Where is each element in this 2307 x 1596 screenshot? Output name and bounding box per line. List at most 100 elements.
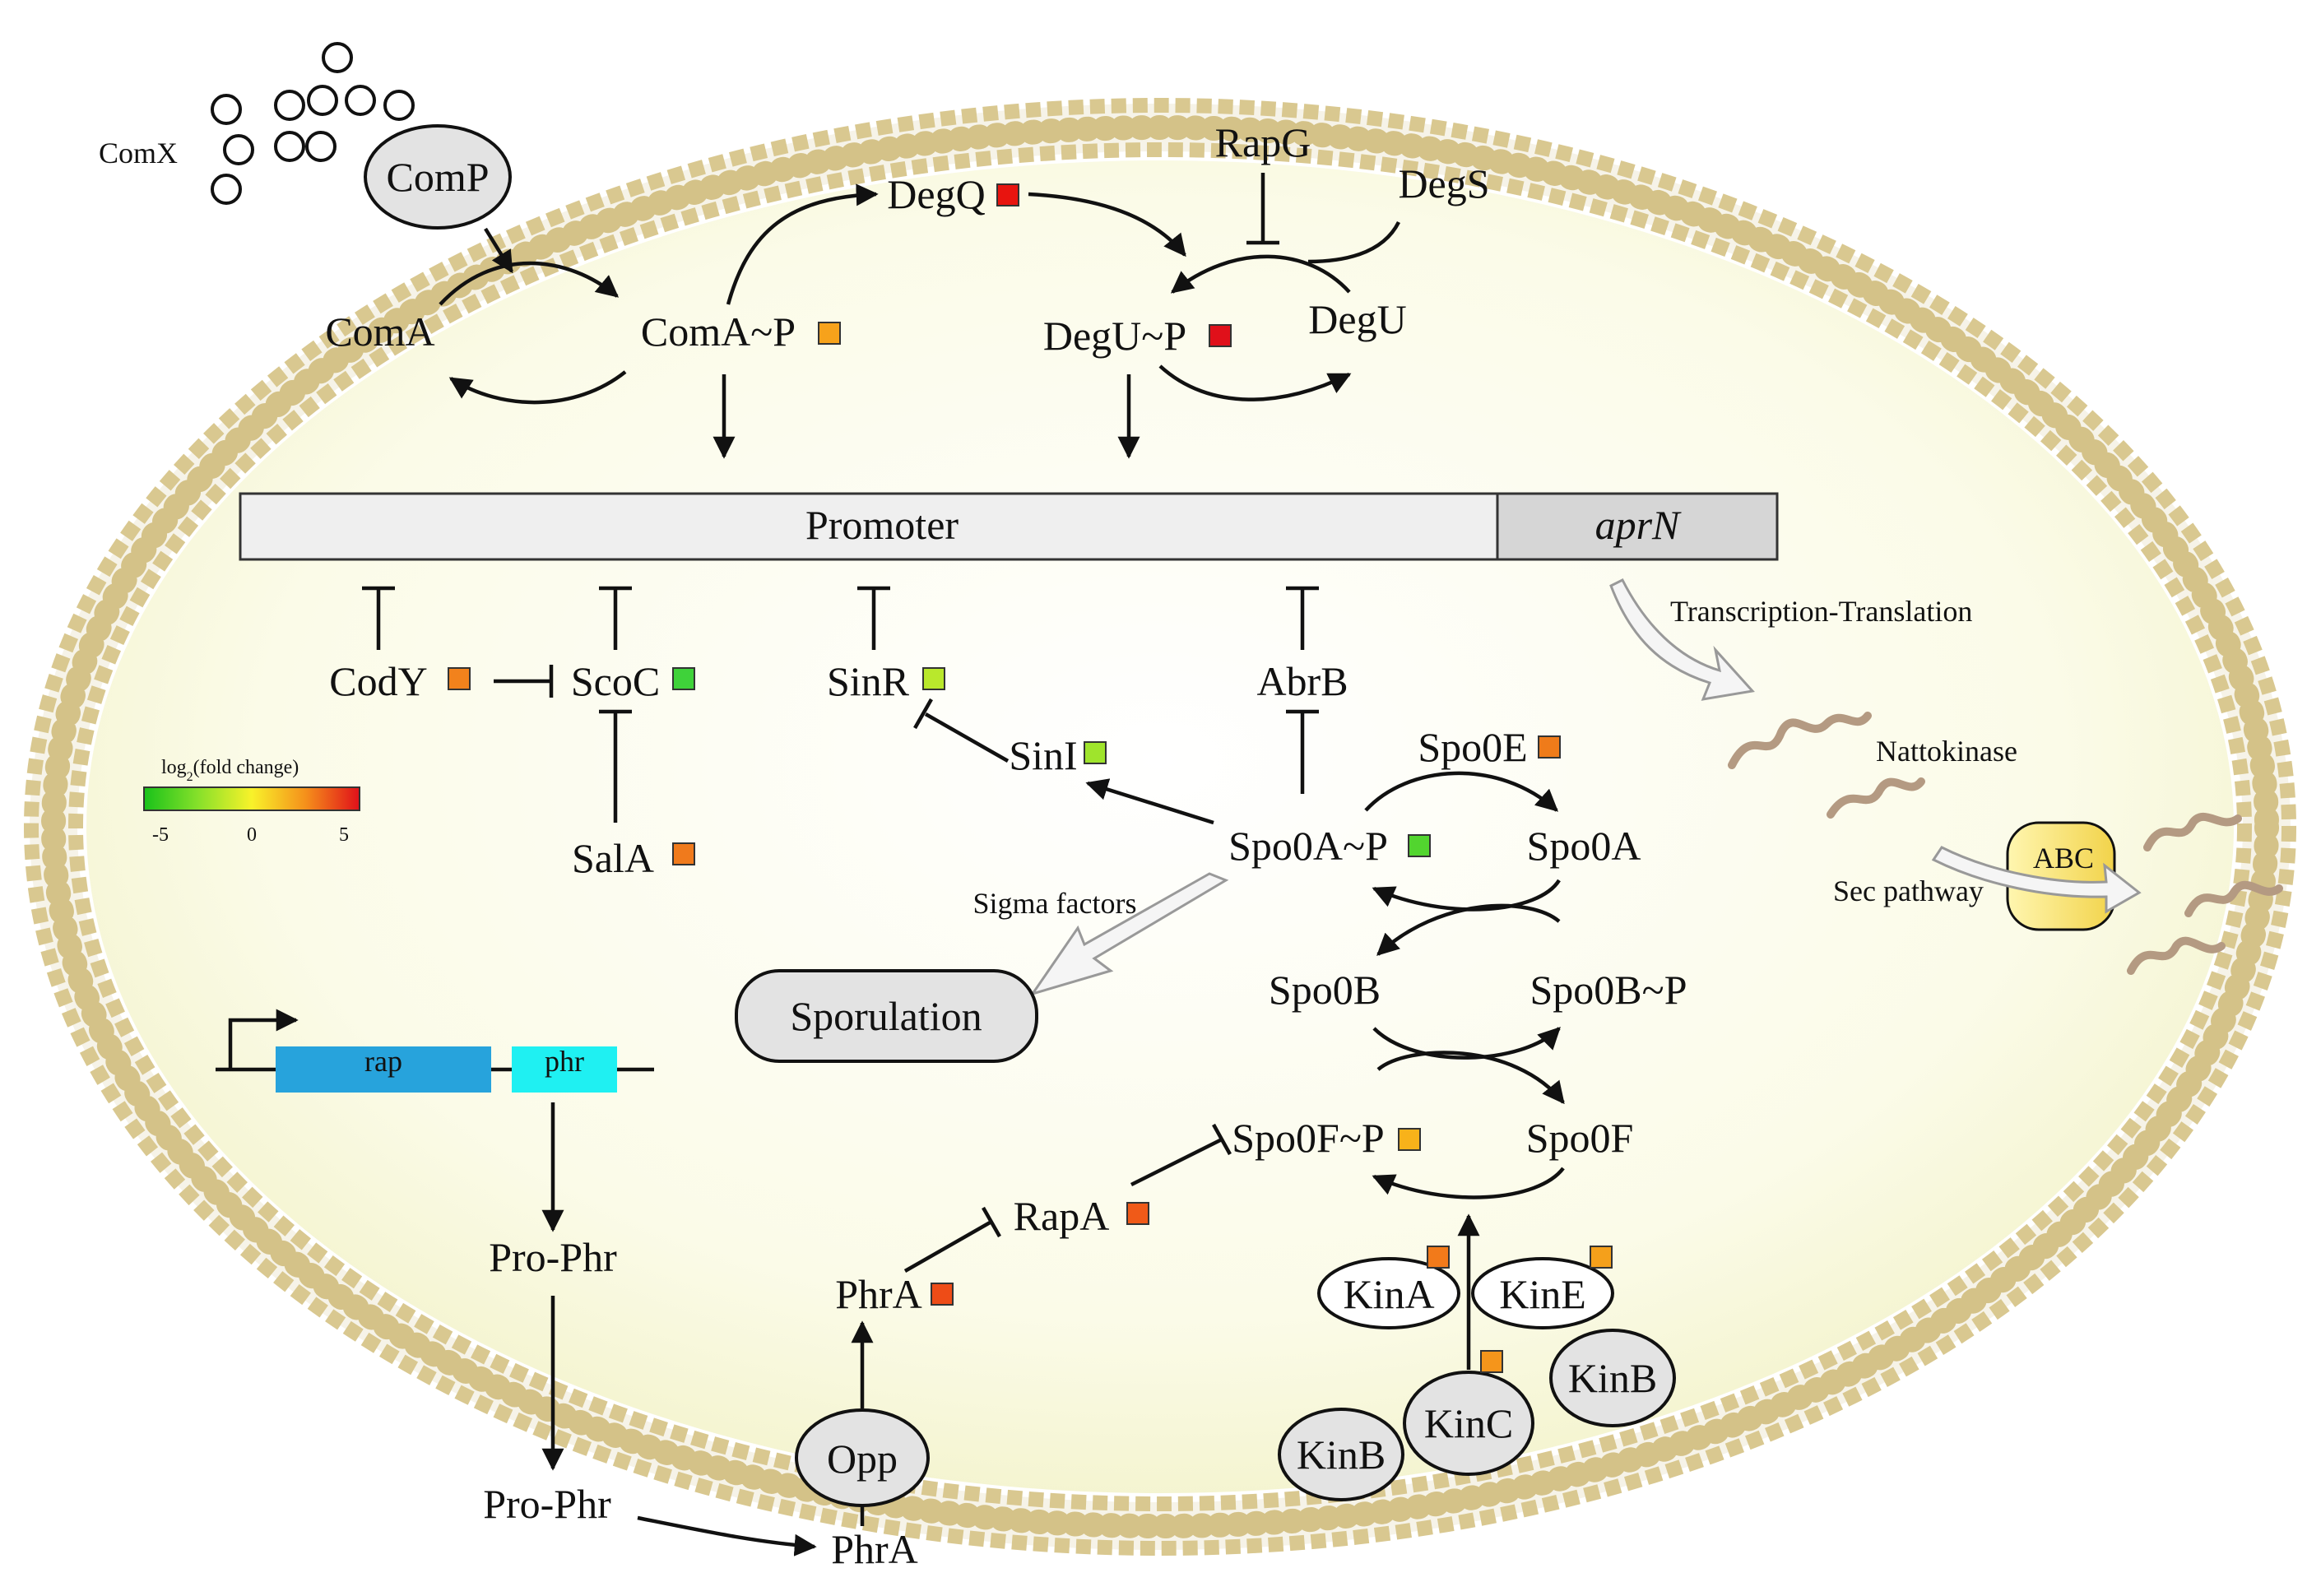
kina-kinase	[1317, 1257, 1460, 1329]
nattokinase-protein-icons	[1728, 712, 2283, 975]
sporulation-label: Sporulation	[790, 993, 982, 1039]
degs-to-cycle-line	[1307, 220, 1401, 264]
legend-title-suffix: (fold change)	[193, 757, 299, 778]
spo0e-fold-marker	[1538, 735, 1561, 759]
rapa-inhibits-spo0fp	[1130, 1123, 1232, 1187]
sec-pathway-arrow	[1931, 846, 2142, 914]
kinb-kinase-right	[1549, 1329, 1676, 1427]
legend-title-subscript: 2	[187, 770, 193, 784]
phra-inner-label: PhrA	[835, 1271, 922, 1317]
aprn-label: aprN	[1595, 502, 1682, 548]
comap-fold-marker	[818, 322, 841, 345]
spo0a-label: Spo0A	[1527, 823, 1641, 869]
sinr-label: SinR	[827, 658, 910, 704]
sigma-factors-label: Sigma factors	[973, 887, 1137, 920]
rap-gene-label: rap	[364, 1045, 402, 1078]
comp-label: ComP	[386, 154, 489, 200]
comx-molecules	[211, 42, 415, 205]
legend-title-prefix: log	[161, 757, 187, 778]
degup-to-degu-arrow	[1158, 364, 1352, 401]
cell-membrane	[24, 98, 2296, 1556]
promoter-label: Promoter	[805, 502, 959, 548]
kine-label: KinE	[1499, 1271, 1586, 1317]
abrb-label: AbrB	[1256, 658, 1348, 704]
sinr-fold-marker	[922, 667, 945, 690]
kinb-kinase-left	[1278, 1408, 1404, 1501]
legend-tick-max: 5	[339, 824, 349, 846]
phra-fold-marker	[931, 1283, 954, 1306]
cody-fold-marker	[448, 667, 471, 690]
sala-fold-marker	[672, 842, 695, 865]
degu-to-degup-arrow	[1170, 254, 1351, 294]
prophr-outer-label: Pro-Phr	[483, 1481, 611, 1527]
spo0bp-label: Spo0B~P	[1529, 967, 1687, 1013]
kinc-label: KinC	[1424, 1400, 1513, 1446]
rapa-label: RapA	[1014, 1193, 1110, 1239]
kina-label: KinA	[1343, 1271, 1434, 1317]
rap-phr-operon	[216, 1009, 654, 1093]
legend-tick-min: -5	[152, 824, 169, 846]
kinb-left-label: KinB	[1297, 1431, 1386, 1478]
degu-label: DegU	[1308, 296, 1406, 342]
scoc-label: ScoC	[571, 658, 660, 704]
degup-label: DegU~P	[1043, 313, 1186, 359]
degup-fold-marker	[1209, 324, 1232, 347]
legend-tick-mid: 0	[247, 824, 257, 846]
svg-text:log2(fold change): log2(fold change)	[161, 757, 299, 784]
rapa-fold-marker	[1126, 1202, 1149, 1225]
kinc-kinase	[1403, 1371, 1534, 1476]
cody-label: CodY	[329, 658, 427, 704]
comap-to-coma-arrow	[448, 370, 627, 405]
comap-label: ComA~P	[641, 309, 796, 355]
sala-label: SalA	[572, 835, 654, 881]
degs-label: DegS	[1398, 160, 1489, 206]
legend-color-scale	[143, 786, 360, 811]
coma-to-comap-arrow	[439, 261, 620, 306]
fold-change-legend: log2(fold change) -5 0 5	[143, 757, 360, 846]
rapg-label: RapG	[1215, 119, 1311, 165]
kinc-fold-marker	[1480, 1350, 1503, 1373]
kine-fold-marker	[1590, 1246, 1613, 1269]
comp-to-cycle-arrow	[484, 227, 513, 274]
sini-label: SinI	[1009, 732, 1077, 778]
spo0f-label: Spo0F	[1526, 1115, 1634, 1161]
phra-outer-label: PhrA	[831, 1526, 918, 1572]
phosphorelay-arrows	[1085, 771, 1565, 1370]
sporulation-box	[735, 969, 1038, 1063]
sigma-factors-arrow	[1029, 872, 1229, 996]
cytoplasm	[86, 160, 2234, 1493]
phr-gene-label: phr	[545, 1045, 584, 1078]
comap-to-degq-arrow	[726, 183, 879, 305]
nattokinase-label: Nattokinase	[1876, 735, 2017, 768]
spo0ap-fold-marker	[1408, 834, 1431, 857]
opp-label: Opp	[827, 1436, 898, 1482]
repressor-bars	[362, 586, 1319, 823]
abc-label: ABC	[2033, 842, 2094, 875]
sec-pathway-label: Sec pathway	[1833, 875, 1984, 907]
transcription-translation-arrow	[1609, 578, 1755, 701]
aprn-gene-box	[1496, 492, 1779, 561]
comp-receptor	[364, 124, 512, 230]
spo0fp-label: Spo0F~P	[1232, 1115, 1384, 1161]
promoter-box	[239, 492, 1499, 561]
degq-label: DegQ	[887, 171, 985, 217]
rapg-inhibition-line	[1246, 173, 1279, 245]
kina-fold-marker	[1427, 1246, 1450, 1269]
degq-fold-marker	[996, 183, 1019, 206]
prophr-to-phra-arrow	[637, 1515, 817, 1557]
coma-label: ComA	[325, 309, 434, 355]
scoc-fold-marker	[672, 667, 695, 690]
prophr-inner-label: Pro-Phr	[489, 1234, 617, 1280]
comx-label: ComX	[99, 137, 178, 169]
opp-transporter	[795, 1408, 930, 1507]
spo0ap-label: Spo0A~P	[1228, 823, 1388, 869]
spo0fp-fold-marker	[1398, 1128, 1421, 1151]
phra-inhibits-rapa	[903, 1206, 1001, 1273]
kinb-right-label: KinB	[1568, 1355, 1657, 1401]
spo0b-label: Spo0B	[1269, 967, 1381, 1013]
degq-to-degup-arrow	[1028, 192, 1186, 257]
kine-kinase	[1471, 1257, 1614, 1329]
transcription-translation-label: Transcription-Translation	[1670, 595, 1972, 628]
